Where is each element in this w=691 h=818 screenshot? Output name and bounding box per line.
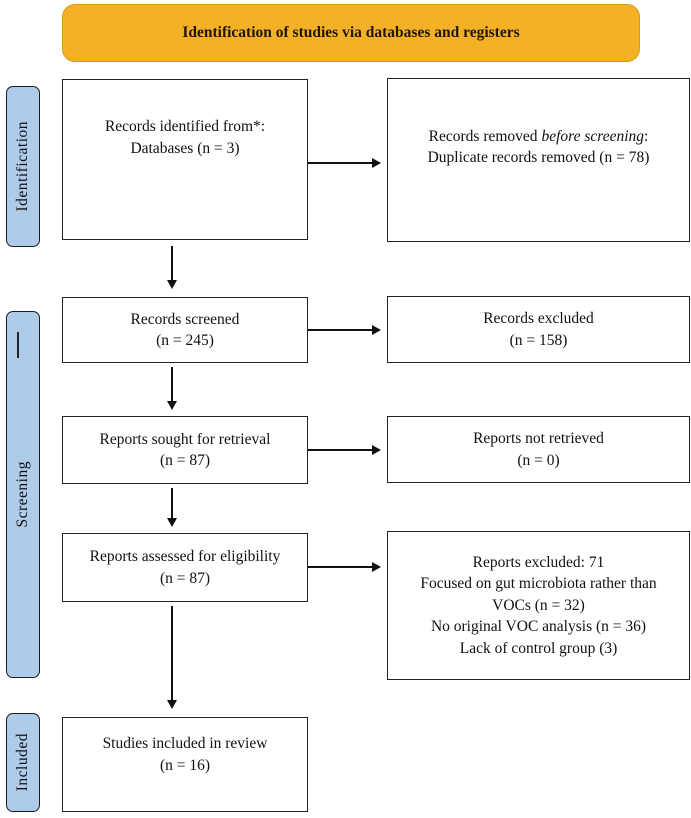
- box-studies-included: Studies included in review (n = 16): [62, 717, 308, 812]
- reports-excluded-line1: Reports excluded: 71: [472, 554, 605, 572]
- arrow-assessed-to-reports-excluded: [308, 566, 378, 568]
- arrow-screened-to-excluded: [308, 329, 378, 331]
- stage-bar-included: Included: [6, 713, 40, 812]
- box-records-excluded: Records excluded (n = 158): [387, 296, 690, 363]
- reports-sought-line1: Reports sought for retrieval: [99, 430, 271, 448]
- records-excluded-line2: (n = 158): [509, 331, 568, 349]
- box-reports-sought: Reports sought for retrieval (n = 87): [62, 416, 308, 484]
- studies-included-line2: (n = 16): [159, 756, 211, 774]
- stage-label-screening: Screening: [14, 461, 31, 528]
- records-removed-line2: Duplicate records removed (n = 78): [427, 149, 650, 166]
- reports-assessed-line2: (n = 87): [159, 569, 211, 587]
- arrow-identified-to-screened: [171, 246, 173, 286]
- reports-not-retrieved-line1: Reports not retrieved: [473, 430, 604, 448]
- box-reports-assessed: Reports assessed for eligibility (n = 87…: [62, 533, 308, 602]
- arrow-assessed-to-included: [171, 606, 173, 706]
- banner-identification-of-studies: Identification of studies via databases …: [62, 4, 640, 62]
- reports-not-retrieved-line2: (n = 0): [517, 451, 560, 469]
- stage-bar-identification: Identification: [6, 86, 40, 247]
- arrow-sought-to-not-retrieved: [308, 449, 378, 451]
- stage-label-included: Included: [14, 733, 31, 792]
- records-identified-line1: Records identified from*:: [104, 118, 266, 136]
- records-identified-line2: Databases (n = 3): [130, 139, 240, 157]
- box-records-removed: Records removed before screening: Duplic…: [387, 78, 690, 242]
- records-removed-italic: before screening: [541, 127, 645, 145]
- reports-sought-line2: (n = 87): [159, 452, 211, 469]
- screening-tick-mark: [17, 332, 19, 358]
- arrow-identified-to-removed: [308, 162, 378, 164]
- box-records-identified: Records identified from*: Databases (n =…: [62, 79, 308, 240]
- records-excluded-line1: Records excluded: [483, 310, 594, 328]
- reports-excluded-line2: Focused on gut microbiota rather than VO…: [420, 575, 657, 614]
- studies-included-line1: Studies included in review: [102, 735, 268, 753]
- records-screened-line2: (n = 245): [156, 332, 214, 349]
- records-removed-post: :: [644, 127, 649, 145]
- reports-assessed-line1: Reports assessed for eligibility: [89, 548, 281, 566]
- box-reports-excluded: Reports excluded: 71 Focused on gut micr…: [387, 531, 690, 680]
- reports-excluded-line3: No original VOC analysis (n = 36): [430, 618, 647, 636]
- arrow-sought-to-assessed: [171, 488, 173, 524]
- stage-label-identification: Identification: [14, 121, 31, 212]
- records-removed-pre: Records removed: [428, 127, 542, 145]
- reports-excluded-line4: Lack of control group (3): [459, 639, 618, 657]
- box-records-screened: Records screened (n = 245): [62, 297, 308, 363]
- arrow-screened-to-sought: [171, 367, 173, 407]
- banner-label: Identification of studies via databases …: [182, 24, 520, 41]
- stage-bar-screening: Screening: [6, 311, 40, 678]
- records-screened-line1: Records screened: [130, 310, 240, 328]
- records-removed-line1: Records removed before screening:: [429, 126, 649, 147]
- box-reports-not-retrieved: Reports not retrieved (n = 0): [387, 416, 690, 483]
